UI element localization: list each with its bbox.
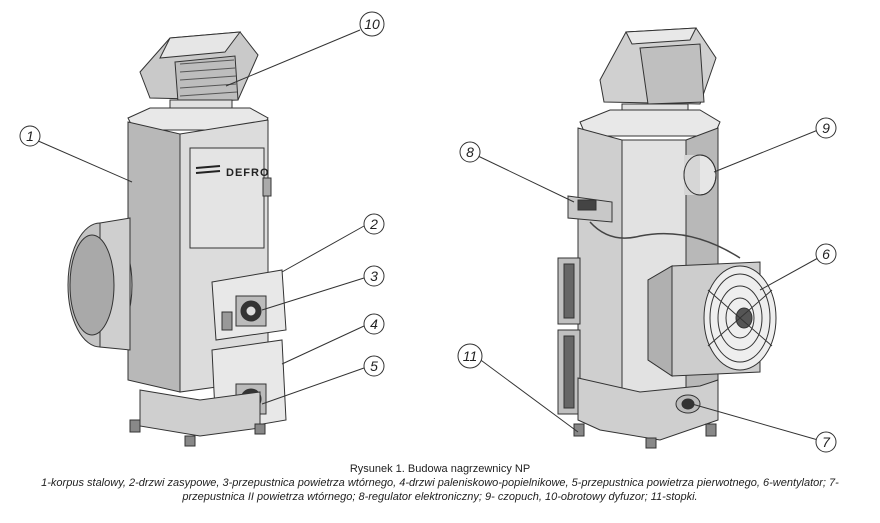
callout-number: 10	[364, 16, 380, 32]
figure-caption: Rysunek 1. Budowa nagrzewnicy NP 1-korpu…	[0, 462, 880, 504]
callout-8: 8	[459, 141, 481, 163]
callout-2: 2	[363, 213, 385, 235]
callout-7: 7	[815, 431, 837, 453]
callout-number: 4	[370, 316, 378, 332]
leader-lines	[35, 29, 819, 441]
callout-4: 4	[363, 313, 385, 335]
callout-number: 8	[466, 144, 474, 160]
electronic-controller	[567, 195, 741, 259]
fan-unit	[647, 261, 777, 377]
loading-door	[211, 269, 287, 341]
callout-number: 1	[26, 128, 34, 144]
callout-11: 11	[457, 343, 483, 369]
callout-1: 1	[19, 125, 41, 147]
caption-legend: 1-korpus stalowy, 2-drzwi zasypowe, 3-pr…	[41, 477, 839, 503]
caption-title: Rysunek 1. Budowa nagrzewnicy NP	[349, 463, 531, 475]
callout-number: 6	[822, 246, 830, 262]
left-fan-housing	[67, 217, 133, 351]
rotating-diffuser-back	[599, 27, 717, 119]
right-heater	[557, 27, 777, 449]
callout-3: 3	[363, 265, 385, 287]
callout-9: 9	[815, 117, 837, 139]
callout-10: 10	[359, 11, 385, 37]
callout-number: 7	[822, 434, 831, 450]
control-box	[189, 147, 265, 249]
callout-number: 3	[370, 268, 378, 284]
left-heater	[67, 31, 287, 447]
brand-label: DEFRO	[226, 167, 270, 179]
heater-drawing: DEFRO	[19, 11, 837, 453]
callout-number: 5	[370, 358, 378, 374]
callout-5: 5	[363, 355, 385, 377]
rotating-diffuser	[139, 31, 259, 115]
callout-number: 11	[463, 348, 478, 364]
callout-number: 9	[822, 120, 830, 136]
callout-6: 6	[815, 243, 837, 265]
flue-outlet	[683, 154, 717, 196]
callout-number: 2	[369, 216, 378, 232]
base-feet	[129, 389, 266, 447]
